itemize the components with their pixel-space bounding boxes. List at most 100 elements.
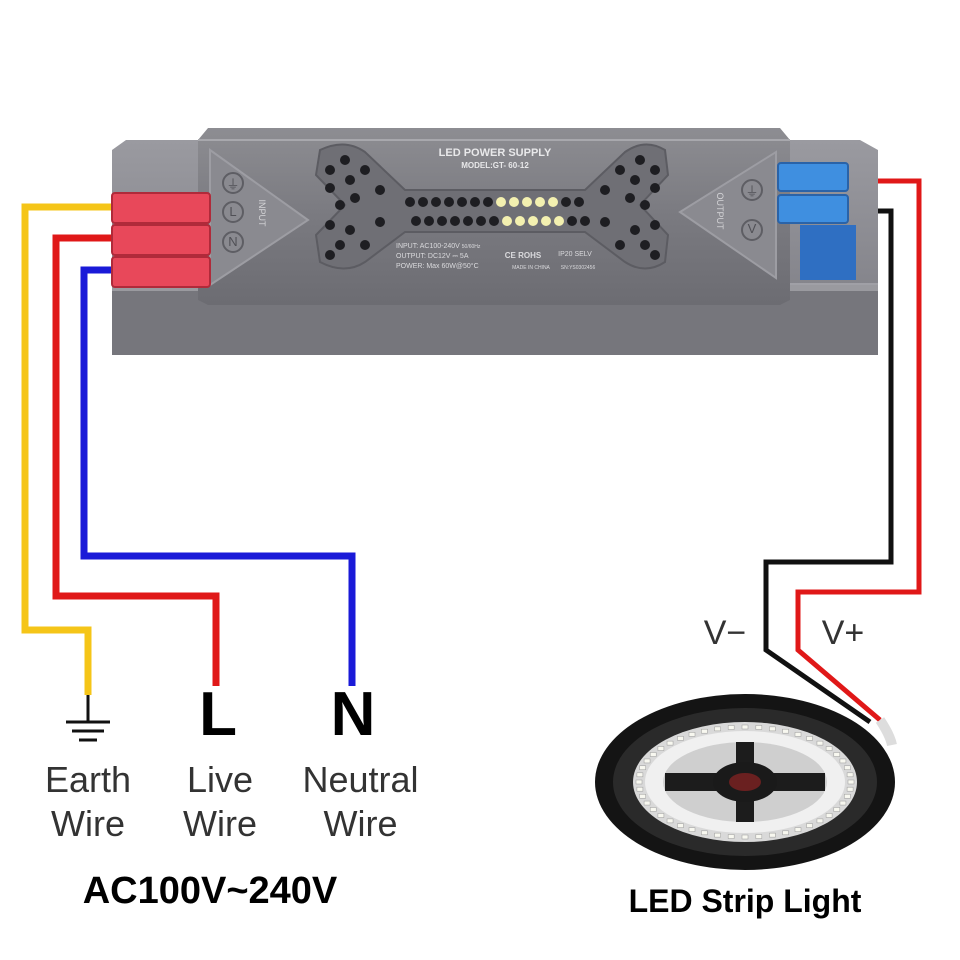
led-chip bbox=[839, 800, 847, 806]
led-chip bbox=[701, 728, 708, 734]
input-terminal-block bbox=[111, 192, 211, 288]
led-chip bbox=[825, 813, 833, 818]
live-wire-label-line2: Wire bbox=[183, 803, 257, 844]
vent-hole bbox=[630, 225, 640, 235]
neutral-wire-label: Neutral Wire bbox=[288, 758, 433, 846]
output-terminal-block bbox=[777, 162, 856, 280]
led-chip bbox=[794, 732, 802, 737]
led-chip bbox=[643, 758, 651, 764]
earth-wire bbox=[21, 203, 112, 695]
psu-input-tag: INPUT bbox=[257, 199, 267, 227]
psu-output-spec: OUTPUT: DC12V ⎓ 5A bbox=[396, 253, 469, 260]
vent-hole bbox=[640, 200, 650, 210]
led-chip bbox=[741, 834, 749, 840]
vent-hole bbox=[650, 220, 660, 230]
v-plus-label: V+ bbox=[821, 614, 865, 652]
psu-input-freq: 50/60Hz bbox=[461, 244, 481, 250]
psu-serial: SN:YS0302456 bbox=[560, 265, 596, 271]
led-chip bbox=[769, 832, 776, 838]
led-chip bbox=[769, 726, 776, 732]
led-chip bbox=[816, 818, 824, 824]
vent-hole bbox=[431, 197, 441, 207]
psu-input-spec: INPUT: AC100-240V 50/60Hz bbox=[396, 243, 506, 250]
vent-hole bbox=[335, 200, 345, 210]
vent-hole bbox=[650, 165, 660, 175]
earth-wire-label-line1: Earth bbox=[44, 759, 132, 800]
led-chip bbox=[688, 827, 696, 832]
vent-hole bbox=[375, 217, 385, 227]
led-chip bbox=[701, 830, 708, 836]
vent-grille bbox=[314, 143, 670, 270]
vent-hole bbox=[325, 165, 335, 175]
led-chip bbox=[727, 725, 735, 730]
vent-hole bbox=[450, 216, 460, 226]
led-chip bbox=[755, 725, 763, 730]
vent-hole bbox=[444, 197, 454, 207]
vent-hole bbox=[360, 165, 370, 175]
led-chip bbox=[639, 793, 646, 799]
led-chip bbox=[688, 732, 696, 737]
led-chip bbox=[847, 779, 855, 785]
vent-hole bbox=[554, 216, 564, 226]
vent-hole bbox=[335, 240, 345, 250]
led-chip bbox=[666, 740, 674, 746]
vent-hole bbox=[424, 216, 434, 226]
led-dots bbox=[635, 724, 855, 840]
psu-power-spec: POWER: Max 60W@50°C bbox=[396, 263, 479, 270]
vent-hole bbox=[541, 216, 551, 226]
led-chip bbox=[825, 746, 833, 751]
vent-hole bbox=[483, 197, 493, 207]
led-chip bbox=[833, 752, 841, 757]
led-chip bbox=[806, 823, 813, 828]
vent-hole bbox=[325, 220, 335, 230]
earth-ground-symbol bbox=[66, 695, 110, 742]
vent-hole bbox=[574, 197, 584, 207]
live-wire bbox=[52, 234, 220, 686]
neutral-wire bbox=[80, 266, 356, 686]
led-chip bbox=[816, 740, 824, 746]
led-chip bbox=[844, 793, 851, 799]
led-chip bbox=[727, 834, 735, 839]
led-chip bbox=[846, 786, 854, 792]
vent-hole bbox=[457, 197, 467, 207]
led-chip bbox=[839, 758, 847, 764]
psu-made-in: MADE IN CHINA bbox=[512, 265, 550, 271]
led-chip bbox=[782, 830, 789, 836]
vent-hole bbox=[615, 165, 625, 175]
vent-hole bbox=[635, 155, 645, 165]
led-chip bbox=[635, 779, 643, 785]
led-chip bbox=[643, 800, 651, 806]
vent-hole bbox=[650, 183, 660, 193]
live-wire-label-line1: Live bbox=[186, 759, 254, 800]
led-chip bbox=[782, 728, 789, 734]
vent-hole bbox=[630, 175, 640, 185]
vent-hole bbox=[625, 193, 635, 203]
led-chip bbox=[636, 786, 644, 792]
led-strip-reel bbox=[595, 694, 897, 870]
led-chip bbox=[677, 823, 684, 828]
psu-input-symbol-neutral: N bbox=[228, 234, 238, 249]
vent-hole bbox=[411, 216, 421, 226]
vent-hole bbox=[405, 197, 415, 207]
vent-hole bbox=[350, 193, 360, 203]
vent-hole bbox=[515, 216, 525, 226]
psu-certs: CE ROHS bbox=[504, 251, 542, 260]
neutral-wire-label-line2: Wire bbox=[323, 803, 398, 844]
vent-hole bbox=[548, 197, 558, 207]
psu-input-symbol-live: L bbox=[229, 204, 237, 219]
vent-hole bbox=[600, 185, 610, 195]
live-wire-label: Live Wire bbox=[165, 758, 275, 846]
led-chip bbox=[636, 772, 644, 778]
led-chip bbox=[649, 752, 657, 757]
led-chip bbox=[714, 832, 721, 838]
led-chip bbox=[741, 724, 749, 730]
output-panel bbox=[678, 150, 777, 280]
vent-hole bbox=[650, 250, 660, 260]
earth-wire-label-line2: Wire bbox=[51, 803, 125, 844]
psu-output-tag: OUTPUT bbox=[715, 192, 725, 230]
led-chip bbox=[666, 818, 674, 824]
vent-hole bbox=[502, 216, 512, 226]
vent-hole bbox=[360, 240, 370, 250]
vent-holes bbox=[325, 155, 660, 260]
vent-hole bbox=[325, 183, 335, 193]
